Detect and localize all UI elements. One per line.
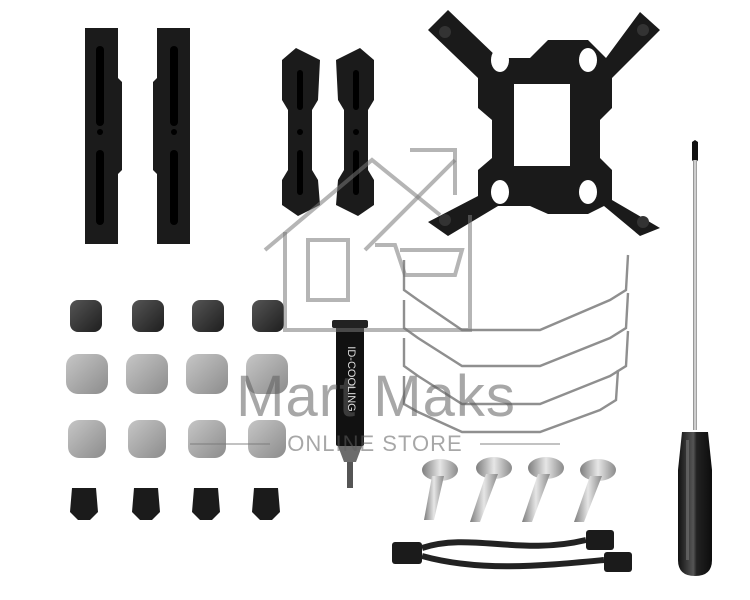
- thermal-paste-syringe: [332, 320, 368, 488]
- syringe-label: ID-COOLING: [345, 346, 357, 412]
- rubber-spacers-row-2: [68, 420, 286, 458]
- standoff-screws-row: [70, 488, 280, 520]
- long-mounting-bar-left: [85, 28, 122, 244]
- short-mounting-bar-left: [282, 48, 320, 216]
- store-logo-icon: [263, 148, 472, 332]
- long-mounting-bar-right: [153, 28, 190, 244]
- dark-nuts-row: [70, 300, 284, 332]
- fan-clips: [402, 254, 630, 434]
- watermark-divider-right: [480, 443, 560, 445]
- screwdriver: [678, 140, 712, 576]
- thumb-screws: [422, 457, 616, 522]
- fan-splitter-cable: [392, 530, 632, 572]
- watermark-divider-left: [190, 443, 270, 445]
- rubber-spacers-row-1: [66, 354, 288, 394]
- backplate: [428, 10, 660, 236]
- watermark-title: Mart Maks: [236, 364, 516, 429]
- watermark-subtitle: ONLINE STORE: [287, 431, 463, 456]
- short-mounting-bar-right: [336, 48, 374, 216]
